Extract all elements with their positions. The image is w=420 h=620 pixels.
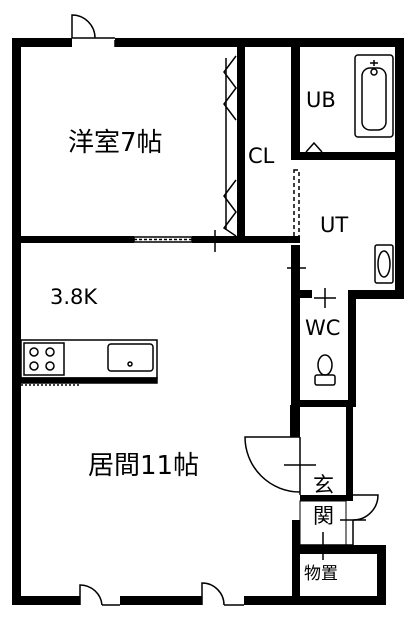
- closet-bifold-door: [222, 55, 237, 237]
- ub-door: [305, 141, 323, 153]
- room-label-living: 居間11帖: [88, 451, 200, 481]
- sliding-door-ut: [287, 169, 306, 278]
- toilet-icon: [314, 354, 336, 386]
- wc-door: [314, 288, 336, 308]
- genkan-floor: [299, 500, 347, 546]
- room-label-entrance-1: 玄: [313, 473, 334, 497]
- room-label-closet: CL: [248, 144, 275, 168]
- room-label-western: 洋室7帖: [68, 128, 163, 158]
- kitchen-counter: [20, 339, 158, 386]
- room-label-storage: 物置: [304, 564, 338, 584]
- sliding-door-bedroom: [133, 230, 216, 252]
- bedroom-window-door: [71, 14, 116, 47]
- room-label-unit-bath: UB: [306, 88, 336, 112]
- bathtub-icon: [354, 54, 394, 138]
- outer-walls: [12, 38, 404, 605]
- room-label-entrance-2: 関: [313, 504, 334, 528]
- genkan-door: [244, 436, 316, 495]
- living-doors: [79, 582, 244, 606]
- front-door: [340, 494, 379, 545]
- interior-walls: [12, 38, 404, 501]
- room-label-kitchen: 3.8K: [50, 285, 98, 309]
- room-label-toilet: WC: [305, 316, 341, 340]
- washbasin-icon: [374, 244, 394, 284]
- room-label-utility: UT: [320, 213, 349, 237]
